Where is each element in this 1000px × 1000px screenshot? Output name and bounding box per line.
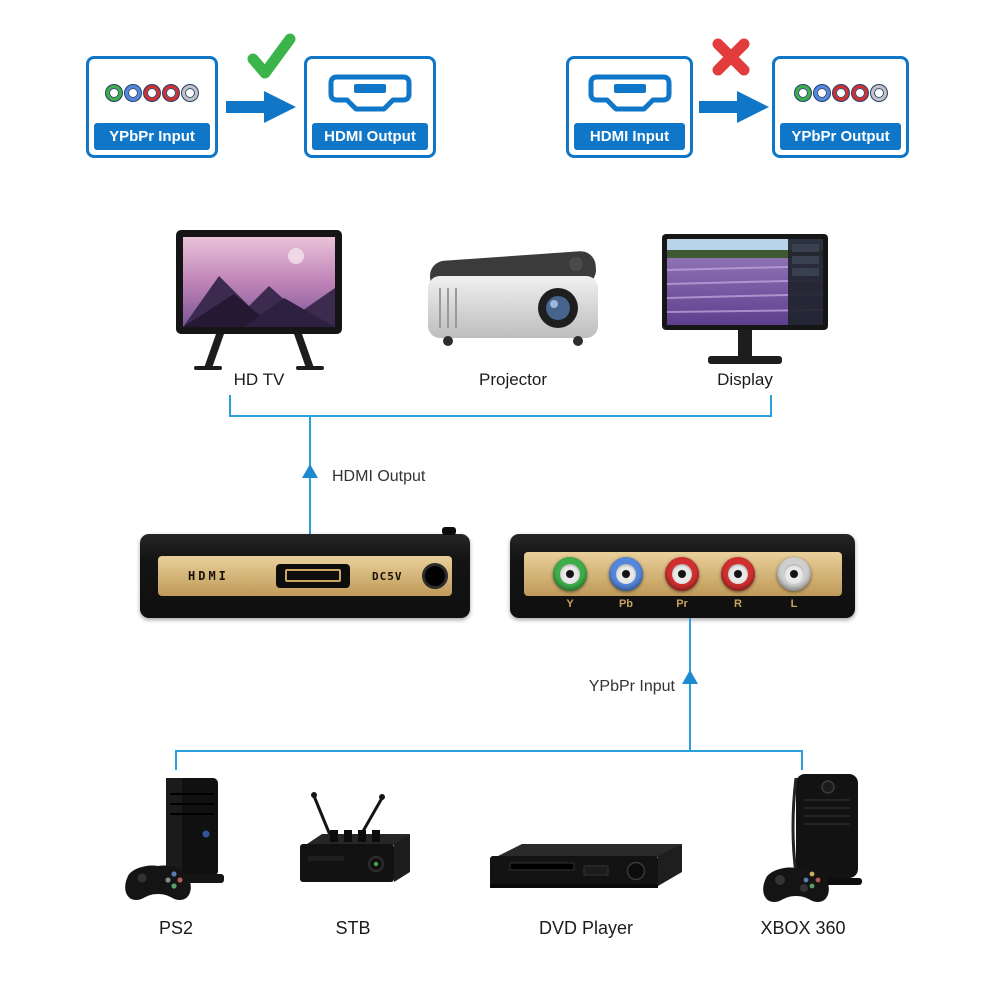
rca-ring-red: [832, 85, 849, 101]
up-arrow-icon: [302, 464, 318, 478]
right-arrow-icon: [226, 91, 296, 123]
rca-jack-l: [777, 557, 811, 591]
connection-line: [689, 618, 691, 752]
rca-ring-blue: [813, 85, 830, 101]
rca-ring-blue: [125, 85, 141, 101]
hdmi-output-connection-label: HDMI Output: [332, 468, 426, 485]
hdmi-connector-icon: [328, 74, 412, 112]
port-label-l: L: [790, 598, 798, 610]
display-image: [662, 234, 828, 364]
projector-label: Projector: [478, 370, 548, 389]
rca-ring-red: [851, 85, 868, 101]
port-label-pr: Pr: [676, 598, 688, 610]
hdmi-port-label: HDMI: [188, 569, 229, 583]
rca-jack-y: [553, 557, 587, 591]
xbox360-image: [763, 774, 862, 902]
rca-jack-pb: [609, 557, 643, 591]
stb-image: [300, 792, 410, 882]
front-panel-plate: [524, 552, 842, 596]
connection-line: [801, 750, 803, 770]
ypbpr-input-connection-label: YPbPr Input: [588, 678, 675, 695]
connection-line: [229, 395, 231, 417]
stb-label: STB: [335, 918, 371, 938]
dc-power-jack: [422, 563, 448, 589]
right-arrow-icon: [699, 91, 769, 123]
rca-ring-white: [182, 85, 198, 101]
rca-ring-white: [870, 85, 887, 101]
hdmi-port-pins: [285, 569, 341, 582]
connection-line: [770, 395, 772, 417]
rca-jack-pr: [665, 557, 699, 591]
hdmi-output-box: HDMI Output: [304, 56, 436, 158]
hdmi-connector-icon: [588, 74, 671, 112]
port-label-pb: Pb: [618, 598, 634, 610]
rca-ring-green: [106, 85, 122, 101]
up-arrow-icon: [682, 670, 698, 684]
rca-ring-red: [144, 85, 160, 101]
power-switch: [442, 527, 456, 535]
ypbpr-input-box: YPbPr Input: [86, 56, 218, 158]
rca-ring-green: [794, 85, 811, 101]
hdmi-input-box: HDMI Input: [566, 56, 693, 158]
connection-line: [175, 750, 177, 770]
port-label-r: R: [734, 598, 742, 610]
x-icon: [712, 38, 750, 76]
hdtv-image: [176, 230, 342, 370]
connection-line: [175, 750, 803, 752]
converter-front-panel: Y Pb Pr R L: [510, 534, 855, 618]
port-label-y: Y: [566, 598, 574, 610]
dvd-player-label: DVD Player: [538, 918, 634, 938]
ps2-label: PS2: [158, 918, 194, 938]
hdtv-label: HD TV: [233, 370, 285, 389]
connection-line: [229, 415, 772, 417]
ypbpr-output-box-label: YPbPr Output: [780, 123, 901, 150]
xbox360-label: XBOX 360: [760, 918, 846, 938]
projector-image: [428, 251, 598, 346]
ypbpr-connectors-icon: [779, 62, 902, 124]
display-label: Display: [717, 370, 773, 389]
ypbpr-output-box: YPbPr Output: [772, 56, 909, 158]
ypbpr-connectors-icon: [93, 62, 211, 124]
check-icon: [247, 33, 296, 79]
converter-back-panel: HDMI DC5V: [140, 527, 470, 618]
hdmi-output-box-label: HDMI Output: [312, 123, 428, 150]
rca-jack-r: [721, 557, 755, 591]
hdmi-input-box-label: HDMI Input: [574, 123, 685, 150]
ypbpr-input-box-label: YPbPr Input: [94, 123, 210, 150]
rca-ring-red: [163, 85, 179, 101]
dvd-player-image: [490, 844, 682, 888]
dc-power-label: DC5V: [372, 570, 403, 583]
back-panel-plate: HDMI DC5V: [158, 556, 452, 596]
hdmi-port: [276, 564, 350, 588]
ps2-image: [125, 778, 224, 900]
